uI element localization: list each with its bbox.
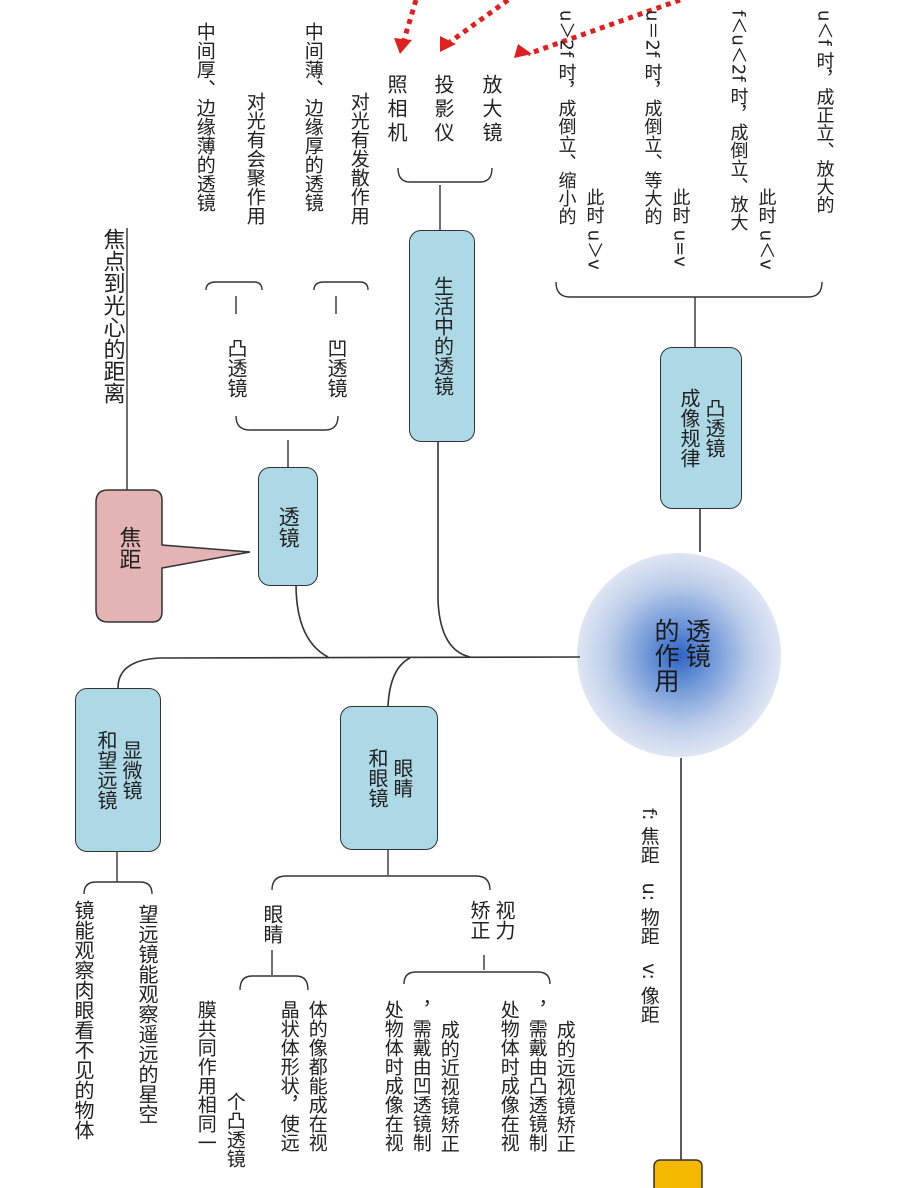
imaging-rule-2-sub: 此时 u=v [669,188,691,267]
life-item-magnifier: 放大镜 [479,74,503,146]
life-title: 生活中的透镜 [430,276,455,396]
imaging-rule-box[interactable]: 凸透镜 成像规律 [660,347,742,509]
hyperopia-text-c: 成的远视镜矫正 [553,1020,576,1153]
lens-box[interactable]: 透镜 [258,467,318,586]
myopia-text-b: ，需戴由凹透镜制 [409,1000,432,1152]
imaging-rule-1: u＞2f 时，成倒立、缩小的 [555,10,577,225]
convex-effect-text: 对光有会聚作用 [243,92,266,225]
eyes-label: 眼睛 [260,904,284,944]
imaging-rule-3-sub: 此时 u＜v [755,188,777,270]
concave-shape-text: 中间薄、边缘厚的透镜 [301,22,324,212]
red-arrows [401,0,681,57]
correction-line2: 矫正 [467,900,491,940]
eyes-text-1b: 个凸透镜 [223,1092,246,1168]
myopia-text-c: 成的近视镜矫正 [437,1020,460,1153]
life-item-projector: 投影仪 [431,74,455,146]
eyes-text-2a: 晶状体形状，使远 [277,1000,300,1152]
lens-title: 透镜 [276,505,301,548]
center-line2: 的作用 [651,617,680,693]
center-line1: 透镜 [682,617,712,668]
imaging-rule-2: u＝2f 时，成倒立、等大的 [641,10,663,225]
eye-title-line2: 和眼镜 [365,748,389,808]
focal-bubble-shape [95,489,251,623]
eye-glasses-box[interactable]: 眼睛 和眼镜 [340,706,438,850]
myopia-text-a: 处物体时成像在视 [381,1000,404,1152]
focal-definition: 焦点到光心的距离 [99,228,125,404]
correction-label: 视力 矫正 [466,900,516,940]
concave-effect-text: 对光有发散作用 [347,92,370,225]
hyperopia-text-b: ，需戴由凸透镜制 [525,1000,548,1152]
center-circle [577,553,781,757]
imaging-rule-4: u＜f 时，成正立、放大的 [813,10,835,214]
convex-lens-label: 凸透镜 [224,338,248,398]
hyperopia-text-a: 处物体时成像在视 [497,1000,520,1152]
life-item-camera: 照相机 [384,74,408,146]
trunk-line [117,656,581,689]
microscope-title-line1: 显微镜 [119,740,143,800]
imaging-title-line1: 凸透镜 [702,398,726,458]
focal-bubble-label: 焦距 [115,526,141,570]
eyes-text-1a: 膜共同作用相同一 [194,1000,217,1152]
imaging-rule-3: f＜u＜2f 时，成倒立、放大 [727,10,749,232]
center-title: 透镜 的作用 [616,600,746,710]
orange-box [653,1159,703,1188]
imaging-title-line2: 成像规律 [677,388,701,468]
convex-shape-text: 中间厚、边缘薄的透镜 [193,22,216,212]
imaging-rule-1-sub: 此时 u＞v [583,188,605,270]
microscope-box[interactable]: 显微镜 和望远镜 [75,688,161,852]
eyes-text-2b: 体的像都能成在视 [305,1000,328,1152]
life-lens-box[interactable]: 生活中的透镜 [409,230,475,442]
correction-line1: 视力 [492,900,516,940]
microscope-title-line2: 和望远镜 [94,730,118,810]
variable-legend: f: 焦距 u: 物距 v: 像距 [637,808,660,1024]
telescope-text: 望远镜能观察遥远的星空 [135,904,159,1124]
eye-title-line1: 眼睛 [390,758,414,798]
concave-lens-label: 凹透镜 [324,338,348,398]
microscope-text: 镜能观察肉眼看不见的物体 [71,900,95,1140]
